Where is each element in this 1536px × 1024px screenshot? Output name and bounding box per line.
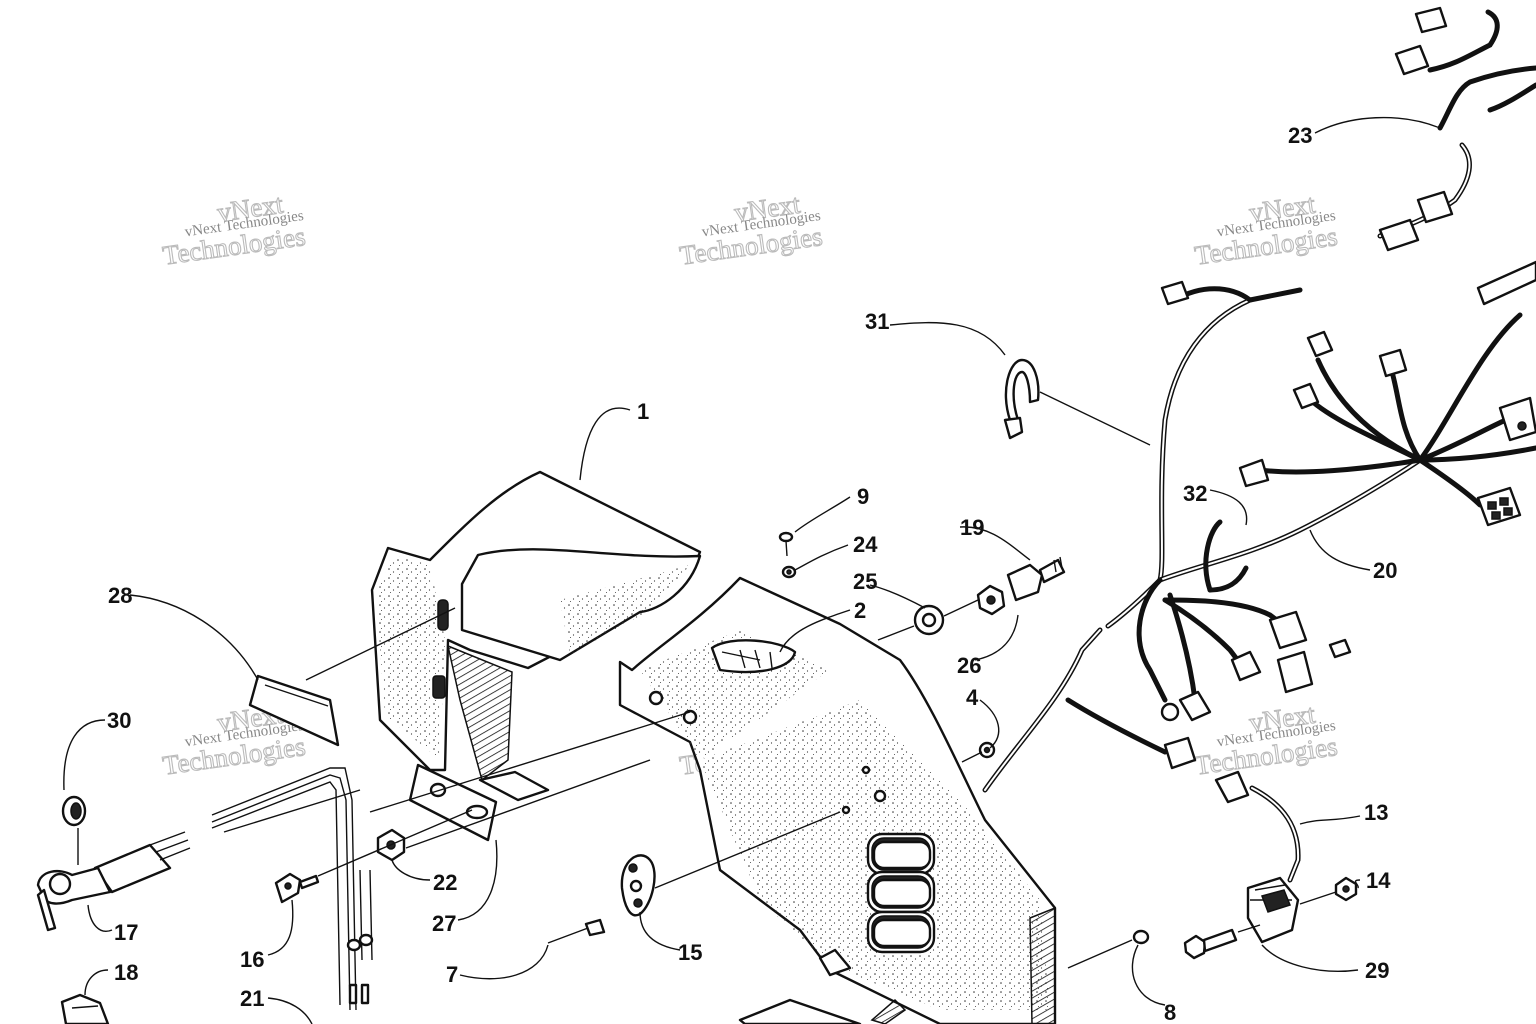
callout-2: 2 (854, 598, 866, 623)
bolt-29 (1183, 928, 1238, 960)
wiring-harness (982, 6, 1536, 793)
wire-clamp (1003, 358, 1040, 440)
callout-1: 1 (637, 399, 649, 424)
callout-26: 26 (957, 653, 981, 678)
callout-19: 19 (960, 515, 984, 540)
ignition-switch (36, 831, 191, 932)
callout-28: 28 (108, 583, 132, 608)
oval-plate (620, 854, 656, 917)
console-housing (370, 470, 702, 802)
callout-22: 22 (433, 870, 457, 895)
switch-plate (408, 763, 498, 842)
callout-21: 21 (240, 986, 264, 1011)
washer-8 (1132, 929, 1150, 945)
resistor-13 (1214, 770, 1301, 944)
callout-30: 30 (107, 708, 131, 733)
callout-23: 23 (1288, 123, 1312, 148)
callout-14: 14 (1366, 868, 1391, 893)
grommet-4 (978, 741, 996, 759)
switch-19 (1006, 556, 1066, 602)
gauge-lens (248, 674, 340, 747)
lock-washer-25 (913, 604, 945, 636)
dash-panel (618, 576, 1057, 1024)
callout-16: 16 (240, 947, 264, 972)
callout-4: 4 (966, 685, 979, 710)
leader-lines (63, 116, 1441, 1024)
callout-labels: 1 2 4 7 8 9 13 14 15 16 17 18 19 20 21 2… (107, 123, 1397, 1024)
switch-clip (60, 993, 110, 1024)
watermark: vNext vNext Technologies Technologies (160, 188, 307, 271)
nut-26 (976, 584, 1006, 616)
watermark: vNext vNext Technologies Technologies (1192, 698, 1339, 781)
callout-24: 24 (853, 532, 878, 557)
callout-20: 20 (1373, 558, 1397, 583)
washer-24 (781, 565, 797, 579)
watermark: vNext vNext Technologies Technologies (677, 188, 824, 271)
callout-8: 8 (1164, 1000, 1176, 1024)
screw-7 (547, 918, 606, 944)
callout-18: 18 (114, 960, 138, 985)
callout-27: 27 (432, 911, 456, 936)
callout-25: 25 (853, 569, 877, 594)
callout-32: 32 (1183, 481, 1207, 506)
ignition-key (274, 872, 320, 904)
callout-29: 29 (1365, 958, 1389, 983)
choke-cable (211, 767, 374, 1011)
callout-31: 31 (865, 309, 889, 334)
screw-9 (778, 531, 794, 557)
callout-9: 9 (857, 484, 869, 509)
ignition-nut (61, 795, 87, 827)
nut-14 (1334, 876, 1358, 902)
callout-13: 13 (1364, 800, 1388, 825)
callout-15: 15 (678, 940, 702, 965)
callout-17: 17 (114, 920, 138, 945)
watermark: vNext vNext Technologies Technologies (1192, 188, 1339, 271)
callout-7: 7 (446, 962, 458, 987)
